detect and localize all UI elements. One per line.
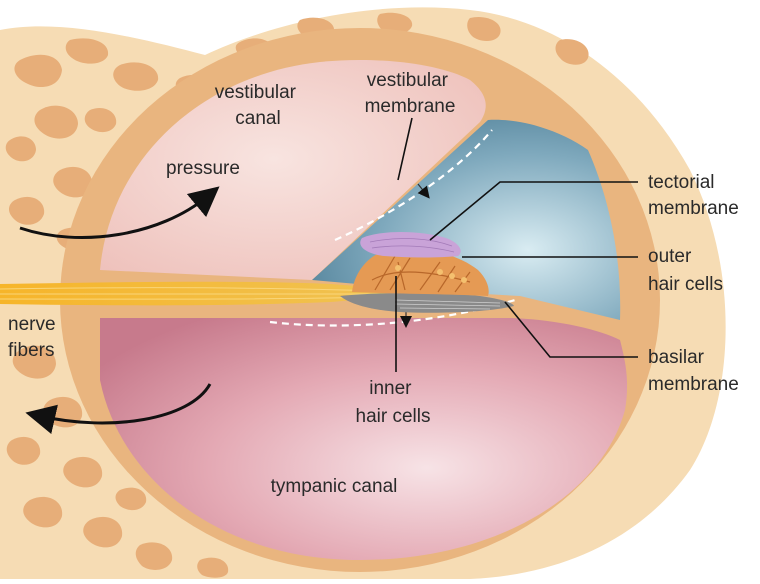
- label-tympanic-canal: tympanic canal: [271, 476, 398, 497]
- label-pressure: pressure: [166, 158, 240, 179]
